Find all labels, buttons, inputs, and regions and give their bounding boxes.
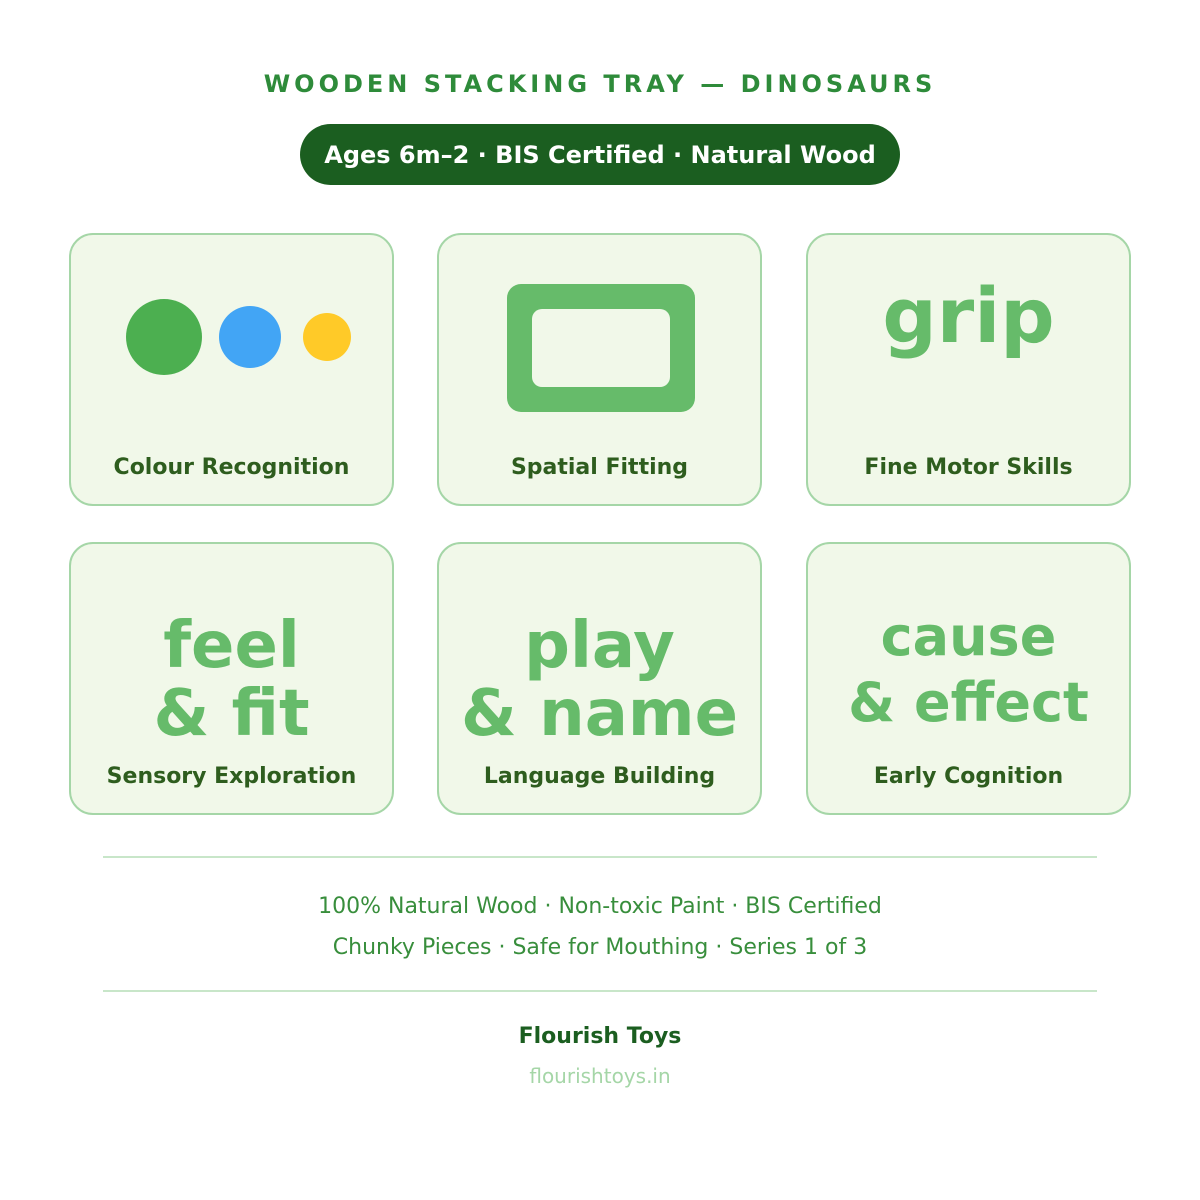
skill-card-label: Fine Motor Skills [864, 455, 1073, 480]
yellow-dot-icon [303, 313, 351, 361]
skill-card-big-word: cause & effect [808, 604, 1129, 736]
skill-card-early-cognition: cause & effect Early Cognition [806, 542, 1131, 815]
features-line: Chunky Pieces · Safe for Mouthing · Seri… [332, 935, 868, 960]
skill-card-label: Sensory Exploration [106, 764, 357, 789]
skill-card-label: Language Building [483, 764, 716, 789]
big-word-line: grip [882, 271, 1055, 360]
rounded-frame-icon [507, 284, 695, 412]
skill-card-big-word: grip [808, 271, 1129, 361]
big-word-line: & fit [153, 677, 310, 751]
page-title: WOODEN STACKING TRAY — DINOSAURS [263, 70, 937, 98]
skill-card-label: Early Cognition [873, 764, 1064, 789]
big-word-line: cause [880, 605, 1057, 668]
skill-card-spatial-fitting: Spatial Fitting [437, 233, 762, 506]
skill-card-colour-recognition: Colour Recognition [69, 233, 394, 506]
big-word-line: feel [163, 609, 300, 683]
blue-dot-icon [219, 306, 281, 368]
skill-card-label: Colour Recognition [113, 455, 350, 480]
divider [103, 990, 1097, 992]
skill-card-big-word: play & name [439, 612, 760, 748]
green-dot-icon [126, 299, 202, 375]
skill-card-language-building: play & name Language Building [437, 542, 762, 815]
divider [103, 856, 1097, 858]
skill-card-big-word: feel & fit [71, 612, 392, 748]
big-word-line: & effect [848, 671, 1089, 734]
age-cert-badge: Ages 6m–2 · BIS Certified · Natural Wood [300, 124, 900, 185]
skill-card-label: Spatial Fitting [510, 455, 689, 480]
big-word-line: play [524, 609, 675, 683]
skill-card-fine-motor: grip Fine Motor Skills [806, 233, 1131, 506]
frame-cutout [532, 309, 670, 387]
brand-url: flourishtoys.in [529, 1064, 671, 1088]
features-line: 100% Natural Wood · Non-toxic Paint · BI… [318, 894, 882, 919]
skill-card-sensory-exploration: feel & fit Sensory Exploration [69, 542, 394, 815]
brand-name: Flourish Toys [518, 1024, 682, 1049]
big-word-line: & name [461, 677, 738, 751]
